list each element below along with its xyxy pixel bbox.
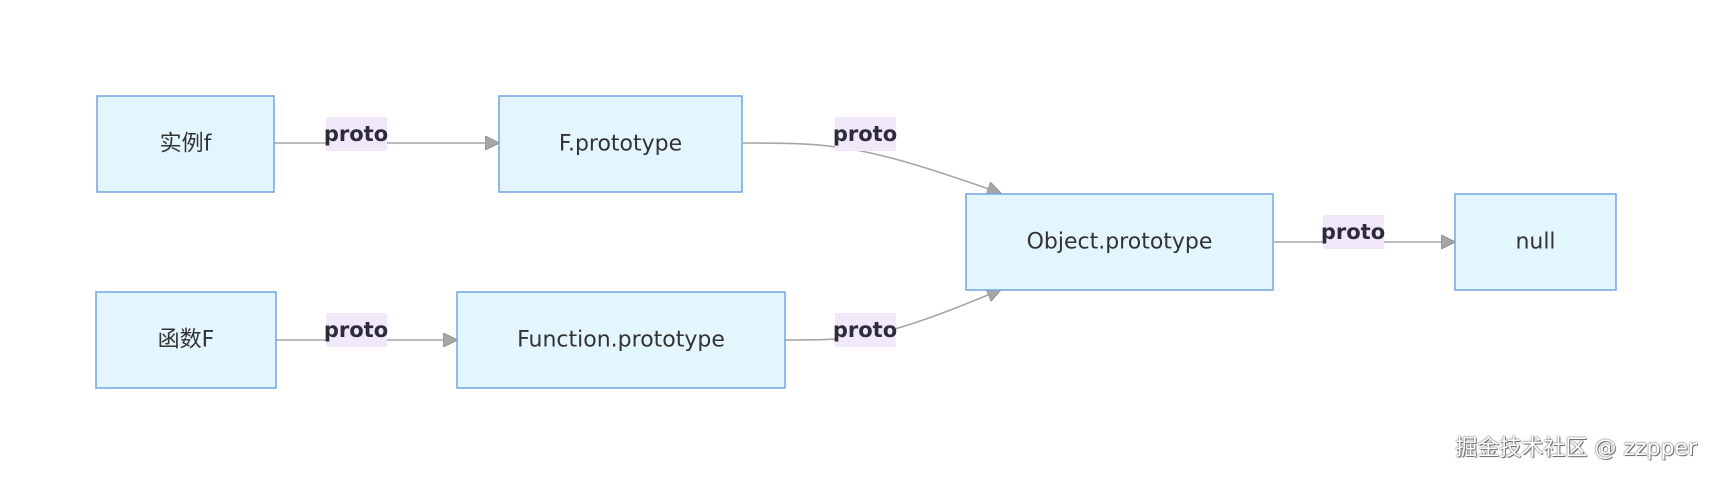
edge-label-text: proto xyxy=(833,122,897,146)
node-object-prototype: Object.prototype xyxy=(965,193,1274,291)
edge-label-text: proto xyxy=(1321,220,1385,244)
node-label: 函数F xyxy=(158,328,215,353)
node-function-f: 函数F xyxy=(95,291,277,389)
edge-label-text: proto xyxy=(324,318,388,342)
edge-label-instance-to-fprototype: proto xyxy=(324,117,388,151)
node-instance-f: 实例f xyxy=(96,95,275,193)
edge-label-fprototype-to-objectprototype: proto xyxy=(833,117,897,151)
edge-label-text: proto xyxy=(324,122,388,146)
edge-label-functionprototype-to-objectprototype: proto xyxy=(833,313,897,347)
node-label: 实例f xyxy=(160,132,213,157)
edge-label-text: proto xyxy=(833,318,897,342)
node-f-prototype: F.prototype xyxy=(498,95,743,193)
edge-label-functionf-to-functionprototype: proto xyxy=(324,313,388,347)
node-null: null xyxy=(1454,193,1617,291)
edge-label-objectprototype-to-null: proto xyxy=(1321,215,1385,249)
watermark: 掘金技术社区 @ zzpper xyxy=(1455,436,1697,461)
node-label: Object.prototype xyxy=(1027,230,1213,255)
node-label: Function.prototype xyxy=(517,328,725,353)
node-function-prototype: Function.prototype xyxy=(456,291,786,389)
node-label: null xyxy=(1515,230,1555,255)
node-label: F.prototype xyxy=(559,132,682,157)
